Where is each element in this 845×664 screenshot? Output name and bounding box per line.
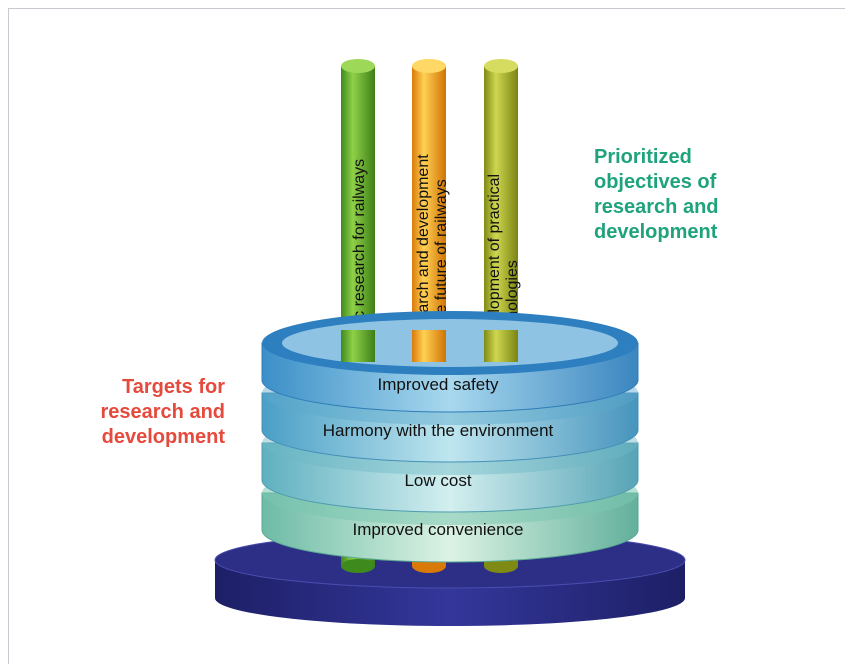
objectives-label: Prioritized objectives of research and d… bbox=[594, 146, 719, 243]
targets-label: Targets for research and development bbox=[100, 376, 225, 448]
frame-border bbox=[8, 8, 845, 664]
pillar-label-1: Basic research for railways bbox=[351, 159, 368, 350]
ring-label-cost: Low cost bbox=[404, 471, 471, 490]
pillar-label-2b: for the future of railways bbox=[433, 179, 450, 350]
pillar-label-3a: Development of practical bbox=[486, 174, 503, 350]
ring-label-convenience: Improved convenience bbox=[352, 520, 523, 539]
ring-label-safety: Improved safety bbox=[378, 375, 499, 394]
pillar-fronts bbox=[341, 330, 518, 362]
ring-improved-safety bbox=[261, 311, 639, 413]
pillar-label-2a: Research and development bbox=[415, 154, 432, 350]
ring-label-environment: Harmony with the environment bbox=[323, 421, 554, 440]
